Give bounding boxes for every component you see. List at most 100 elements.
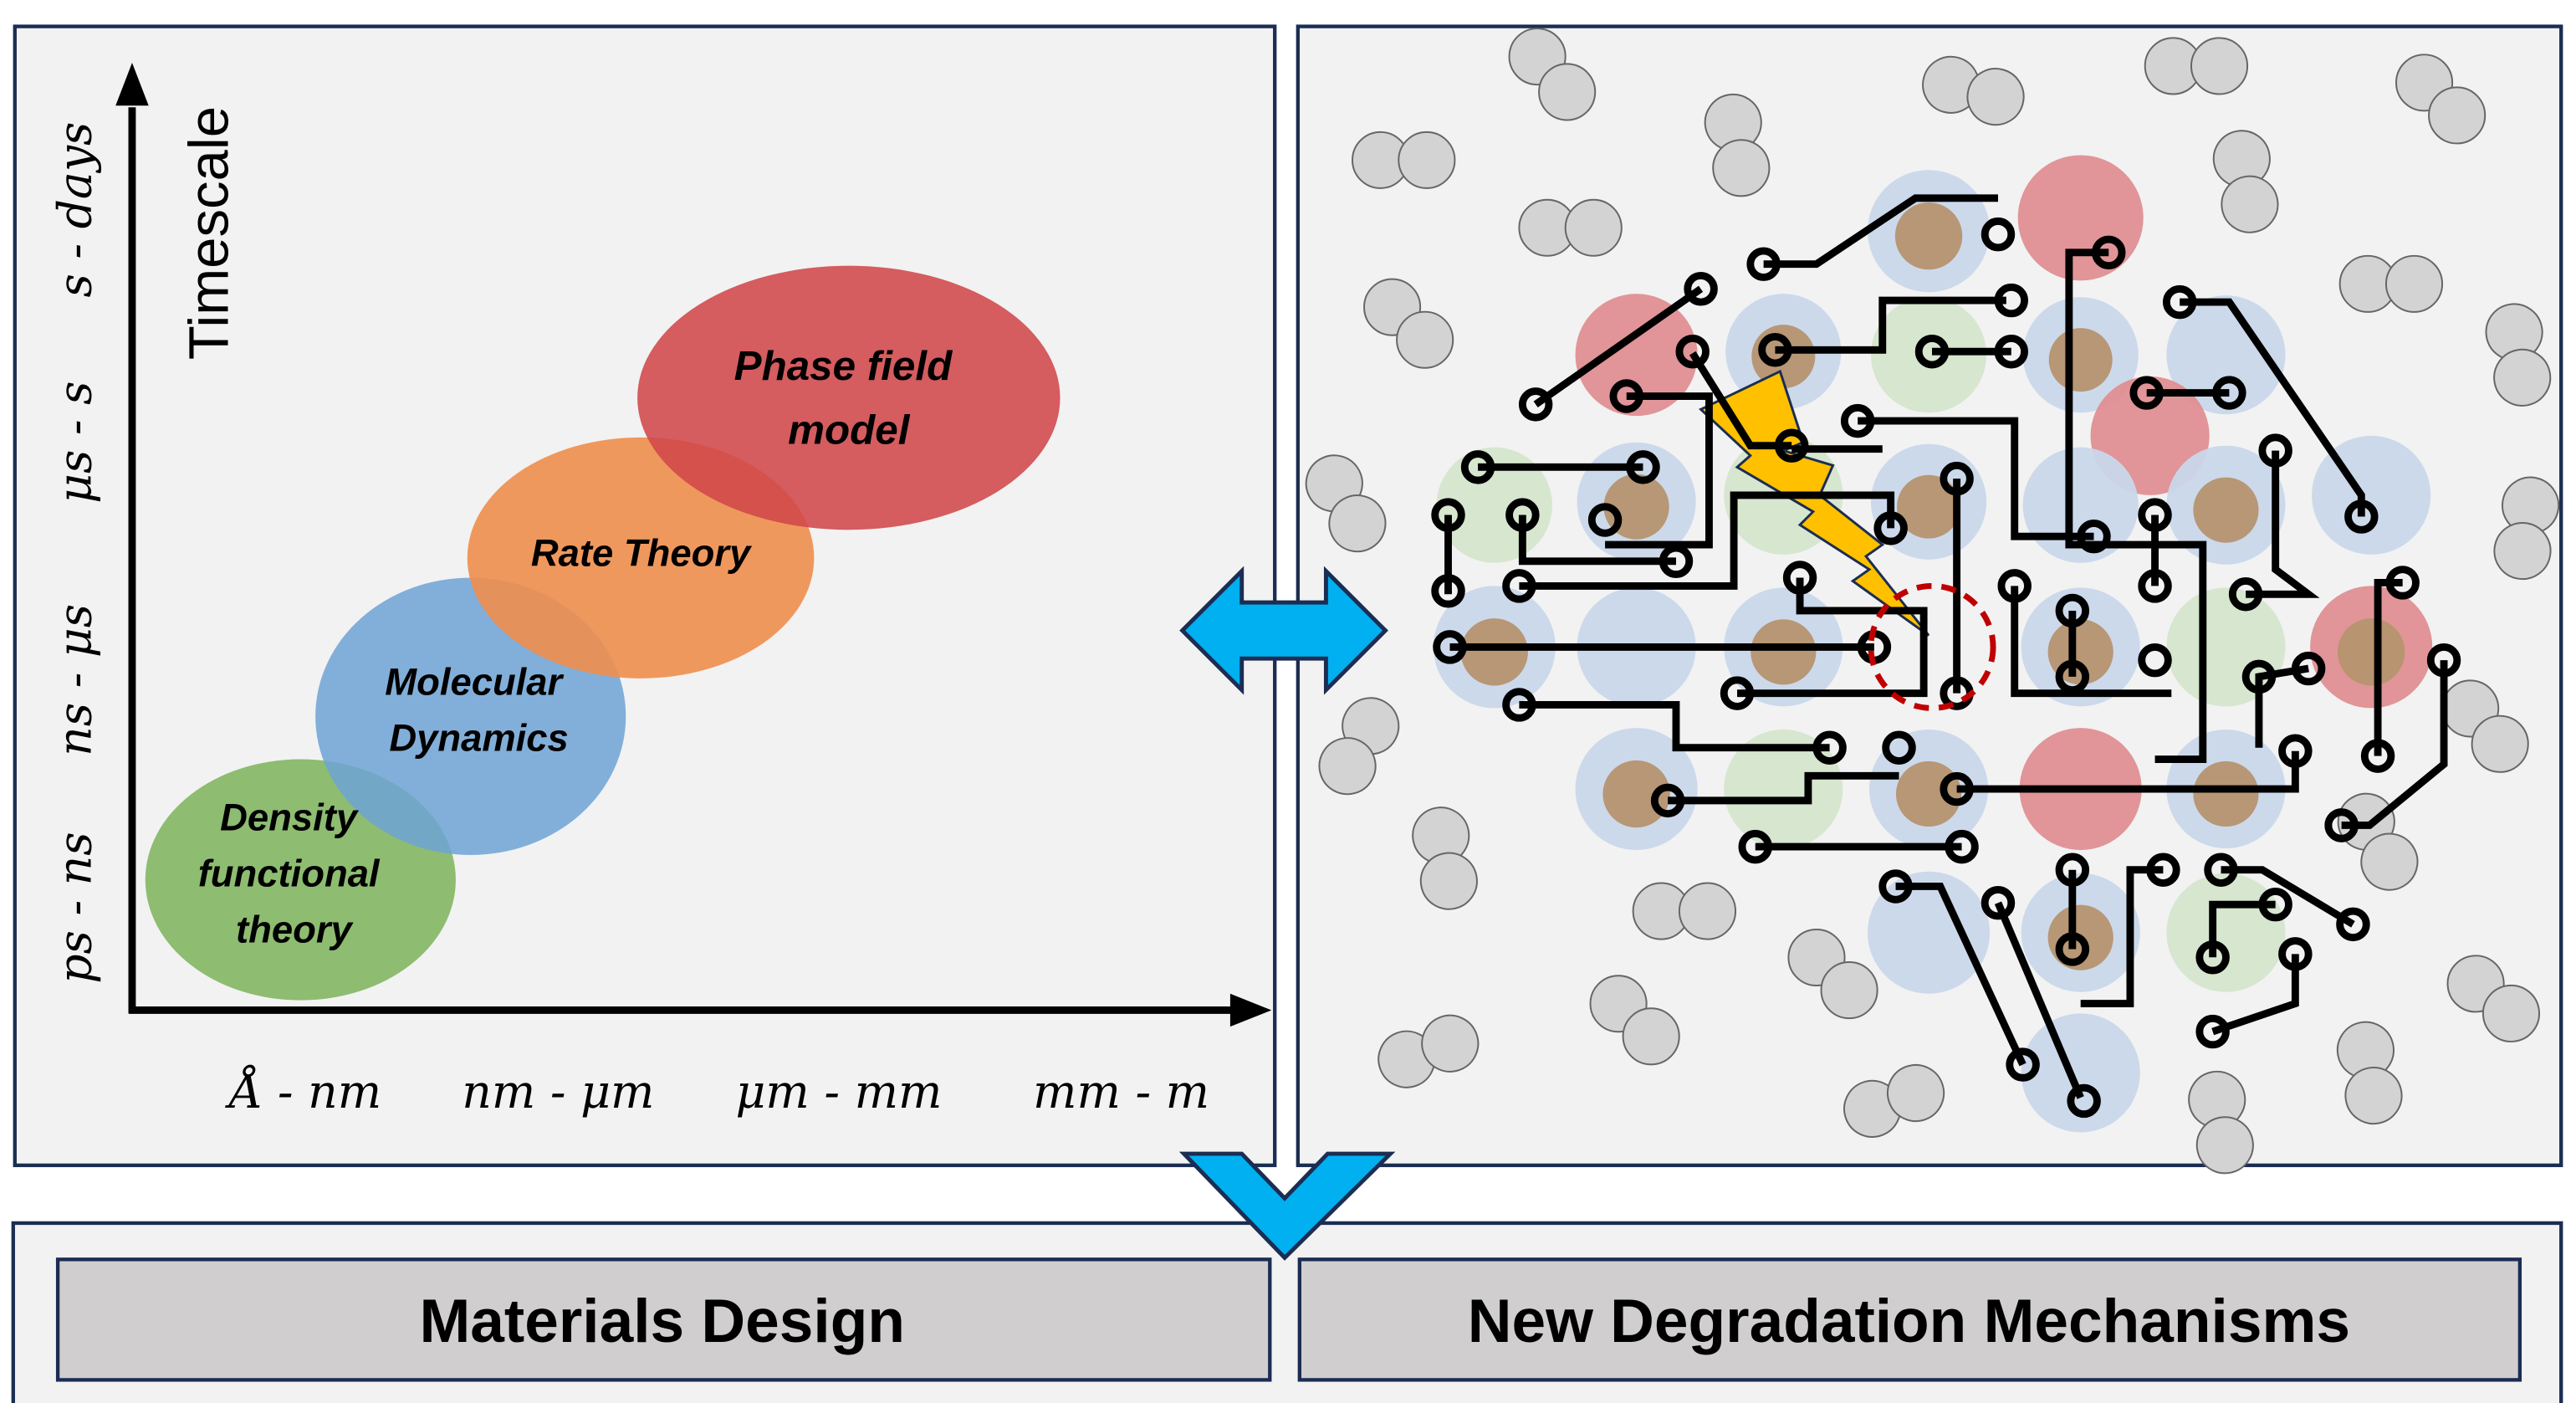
materials-design-label: Materials Design (419, 1288, 904, 1355)
region-core (1602, 760, 1670, 828)
region-core (2338, 618, 2405, 686)
atom (1398, 131, 1456, 189)
circuit-node (1882, 730, 1916, 765)
region-halo (1724, 730, 1843, 849)
circuit-node (1774, 428, 1809, 463)
molecule-icon (1412, 806, 1478, 910)
circuit-node (1873, 511, 1908, 545)
atom (2493, 348, 2552, 407)
circuit-node (2204, 853, 2238, 887)
circuit-node (2385, 566, 2420, 600)
molecule-icon (1352, 131, 1456, 189)
region-core (1460, 618, 1528, 686)
circuit-node (1782, 561, 1817, 595)
molecules-layer (1305, 28, 2560, 1175)
circuit-node (1981, 217, 2016, 252)
circuit-trace (2246, 450, 2320, 598)
region-core (2048, 328, 2113, 392)
y-axis (115, 62, 149, 1014)
circuit-trace (1775, 296, 2006, 354)
y-axis-title: Timescale (177, 106, 240, 360)
circuit-node (2006, 1047, 2040, 1082)
region-core (1897, 474, 1961, 539)
molecule-icon (2485, 303, 2552, 407)
atom (2360, 832, 2419, 891)
circuit-node (2129, 376, 2164, 410)
circuit-node (2055, 932, 2090, 966)
molecule-icon (2441, 679, 2529, 773)
circuit-trace (2209, 900, 2276, 958)
circuit-node (2055, 659, 2090, 694)
circuit-node (1502, 688, 1536, 722)
circuit-trace (2374, 579, 2403, 756)
molecule-icon (1632, 882, 1737, 940)
region-halo (2166, 295, 2286, 415)
molecule-icon (1377, 1014, 1480, 1088)
ellipse-phase-field-model (637, 265, 1061, 530)
circuit-node (1431, 574, 1465, 608)
atom (1678, 882, 1737, 940)
atom (1622, 1007, 1680, 1066)
circuit-node (2092, 235, 2126, 270)
circuit-node (2360, 739, 2395, 773)
circuit-node (2195, 1014, 2230, 1049)
atom (2481, 984, 2541, 1042)
circuit-node (1609, 379, 1643, 413)
circuit-node (1460, 450, 1495, 484)
atom (1396, 310, 1454, 369)
x-tick-label: nm - μm (462, 1066, 654, 1119)
atom (1887, 1063, 1945, 1123)
atom (2471, 714, 2529, 773)
label-density-functional-theory: Density functional theory (198, 796, 390, 950)
region-halo (2021, 1013, 2140, 1133)
y-tick-label: ps - ns (49, 832, 103, 983)
circuit-node (2146, 853, 2180, 887)
circuit-trace (1605, 392, 1713, 549)
circuit-trace (2065, 248, 2207, 763)
circuit-node (1675, 335, 1710, 369)
circuit-node (1505, 498, 1540, 532)
y-tick-label: s - days (49, 122, 103, 298)
circuit-node (2212, 376, 2246, 410)
molecule-icon (1518, 198, 1623, 257)
y-tick-label: μs - s (49, 381, 103, 504)
circuit-node (2324, 808, 2359, 842)
molecule-icon (1922, 55, 2025, 126)
y-tick-labels: ps - ns ns - μs μs - s s - days (49, 122, 103, 984)
bidirectional-arrow-icon (1179, 566, 1388, 695)
atom (1712, 139, 1771, 197)
molecule-icon (1318, 697, 1400, 796)
circuit-node (2067, 1083, 2101, 1119)
circuit-node (1758, 333, 1792, 367)
atom (2428, 86, 2487, 145)
x-tick-label: μm - mm (735, 1066, 942, 1119)
circuit-node (1812, 730, 1847, 765)
region-halo (1870, 297, 1987, 413)
circuit-trace (2011, 586, 2172, 698)
region-core (1894, 202, 1963, 270)
molecule-icon (2338, 254, 2444, 313)
region-halo (1575, 294, 1698, 417)
molecule-icon (2493, 476, 2560, 581)
atom (2384, 254, 2444, 313)
circuit-node (1433, 630, 1467, 664)
atom (2344, 1067, 2403, 1125)
atom (1328, 494, 1387, 553)
molecule-icon (1508, 28, 1597, 121)
region-core (1751, 619, 1817, 685)
circuit-node (2138, 498, 2172, 532)
molecule-icon (2395, 54, 2487, 145)
circuit-node (2228, 577, 2263, 612)
circuit-node (2077, 519, 2111, 554)
label-molecular-dynamics: Molecular Dynamics (385, 661, 573, 760)
atom (2221, 175, 2279, 233)
circuit-trace (1668, 771, 1899, 805)
x-axis (129, 993, 1272, 1027)
region-core (2193, 760, 2259, 827)
circuit-node (2138, 569, 2172, 603)
new-degradation-mechanisms-label: New Degradation Mechanisms (1468, 1288, 2350, 1355)
circuit-node (1994, 335, 2029, 369)
circuit-trace (1533, 285, 1704, 408)
circuit-node (1659, 544, 1694, 579)
